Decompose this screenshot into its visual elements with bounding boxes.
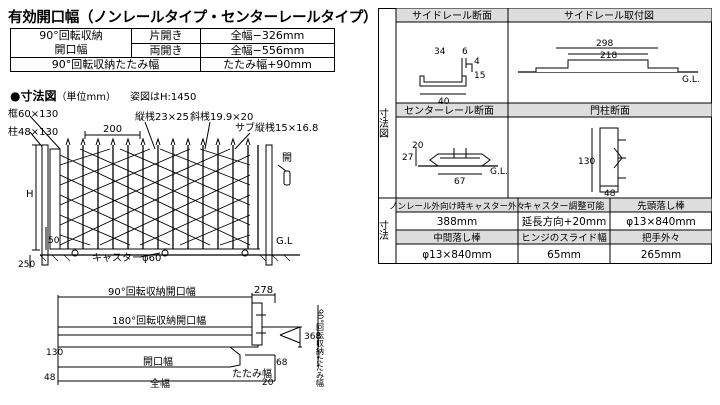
rotation-storage-cell: 90°回転収納 開口幅 (10, 28, 132, 58)
dimension-rows-label: 寸法 (378, 219, 389, 241)
hinge-slide-value: 65mm (547, 249, 581, 261)
ground-level-label: G.L (276, 236, 293, 247)
sr-dim-34: 34 (434, 47, 446, 57)
mid-rod-value: φ13×840mm (422, 249, 492, 261)
sr-dim-15: 15 (474, 71, 485, 81)
page-title: 有効開口幅（ノンレールタイプ・センターレールタイプ） (8, 10, 378, 26)
dimension-side-label: 寸法図 (378, 107, 389, 138)
tip-rod-header: 先頭落し棒 (637, 200, 685, 212)
tip-rod-value: φ13×840mm (626, 216, 696, 228)
dim-278-label: 278 (254, 285, 273, 296)
right-spec-frame: 寸法図 寸法 サイドレール断面 サイドレール取付図 34 6 4 15 40 2… (378, 8, 712, 264)
handle-value: 265mm (641, 249, 682, 261)
cr-dim-67: 67 (454, 177, 465, 187)
sr-dim-6: 6 (462, 47, 468, 57)
caster-adjust-value: 延長方向+20mm (522, 215, 607, 228)
dim-50-label: 50 (48, 236, 60, 246)
caster-adjust-header: キャスター調整可能 (523, 200, 604, 212)
sm-dim-218: 218 (600, 51, 617, 61)
diagonal-bar-label: 斜桟19.9×20 (190, 110, 253, 123)
double-open-label: 両開き (131, 42, 201, 58)
fold-width-value: たたみ幅+90mm (200, 57, 335, 72)
rot90-opening-label: 90°回転収納開口幅 (108, 285, 196, 298)
sm-gl: G.L. (682, 75, 700, 85)
sr-dim-4: 4 (474, 57, 480, 67)
fold-width-plan-label: たたみ幅 (232, 367, 272, 380)
cr-gl: G.L. (490, 167, 508, 177)
fold-width-label: 90°回転収納たたみ幅 (10, 57, 201, 72)
dim-48-label: 48 (44, 373, 56, 383)
dim-130-label: 130 (46, 348, 63, 358)
caster-outer-value: 388mm (437, 216, 478, 228)
opening-width-plan-label: 開口幅 (143, 355, 173, 368)
caster-size-text: φ60 (142, 253, 161, 264)
rot180-opening-label: 180°回転収納開口幅 (112, 314, 206, 327)
sub-vertical-label: サブ縦桟15×16.8 (235, 121, 318, 134)
gp-dim-48: 48 (604, 189, 616, 199)
dim-20-label: 20 (262, 378, 274, 388)
handle-header: 把手外々 (642, 232, 680, 244)
caster-outer-header: ノンレール外向け時キャスター外々 (389, 201, 525, 212)
pitch-label: 200 (103, 124, 122, 135)
sr-dim-40: 40 (438, 97, 450, 107)
plan-drawing: 90°回転収納開口幅 278 180°回転収納開口幅 130 48 開口幅 たた… (44, 285, 325, 390)
dimension-heading-text: ●寸法図 (10, 89, 57, 103)
sm-dim-298: 298 (596, 39, 613, 49)
cr-dim-27: 27 (402, 153, 413, 163)
caster-label-text: キャスター (92, 252, 142, 264)
open-direction-label: 開 (282, 152, 292, 164)
elevation-drawing: 框60×130 柱48×130 200 縦桟23×25 斜桟19.9×20 サブ… (8, 107, 318, 270)
gp-dim-130: 130 (578, 157, 595, 167)
vertical-bar-label: 縦桟23×25 (135, 110, 189, 123)
side-rail-section-header: サイドレール断面 (412, 9, 492, 22)
caster-label: キャスターφ60 (92, 252, 161, 264)
dim-250-label: 250 (18, 260, 35, 270)
gate-post-header: 門柱断面 (590, 104, 630, 117)
dimension-note: 姿図はH:1450 (129, 92, 197, 103)
height-label: H (26, 189, 34, 200)
cr-dim-20: 20 (412, 141, 424, 151)
dimension-unit: （単位mm） (56, 92, 116, 103)
single-open-label: 片開き (131, 28, 201, 44)
frame-post-label: 框60×130 (8, 107, 58, 120)
dimension-heading: ●寸法図（単位mm） 姿図はH:1450 (10, 87, 196, 104)
double-open-value: 全幅−556mm (200, 42, 335, 58)
opening-width-table: 90°回転収納 開口幅 片開き 全幅−326mm 両開き 全幅−556mm 90… (10, 28, 335, 72)
dim-68-label: 68 (276, 358, 288, 368)
single-open-value: 全幅−326mm (200, 28, 335, 44)
full-width-label: 全幅 (150, 377, 170, 390)
center-rail-header: センターレール断面 (404, 104, 494, 117)
mid-rod-header: 中間落し棒 (433, 232, 481, 244)
pillar-label: 柱48×130 (8, 125, 58, 138)
dim-368-label: 368 (304, 332, 321, 342)
hinge-slide-header: ヒンジのスライド幅 (521, 232, 607, 244)
opening-width-label: 開口幅 (54, 43, 88, 56)
side-rail-mount-header: サイドレール取付図 (564, 9, 654, 22)
rotation-storage-label: 90°回転収納 (39, 29, 103, 42)
plan-side-note: 90°回転収納たたみ幅 (316, 309, 325, 388)
